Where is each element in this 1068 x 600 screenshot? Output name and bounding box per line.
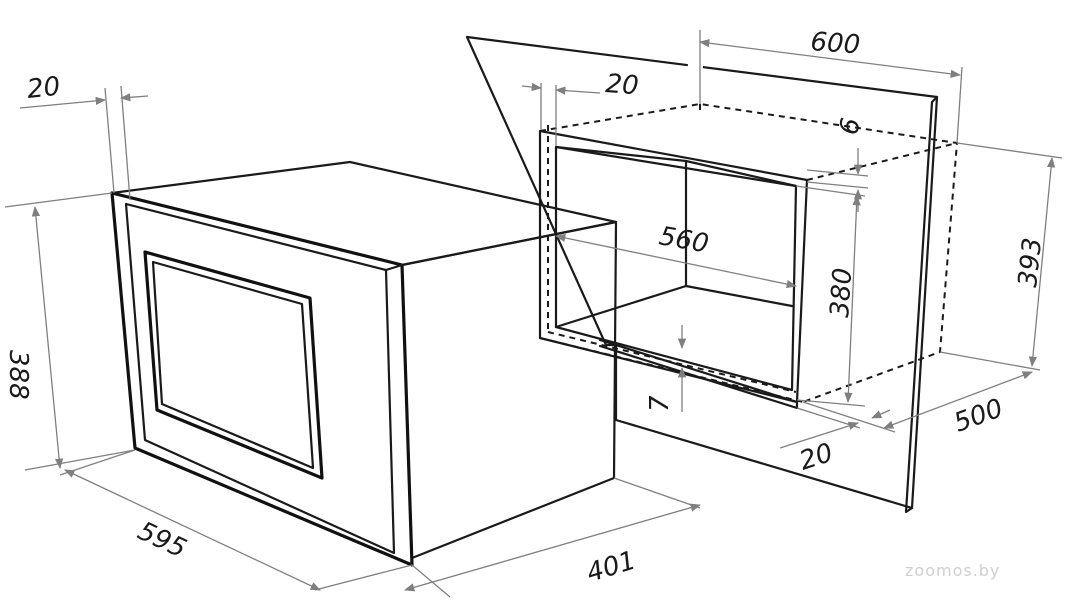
appliance-front-panel bbox=[110, 191, 414, 567]
label-appliance-depth: 401 bbox=[583, 545, 639, 588]
dimension-labels: 20 388 595 401 600 20 6 560 380 393 500 … bbox=[3, 27, 1048, 589]
appliance-door-window-inner bbox=[151, 260, 315, 470]
label-appliance-height: 388 bbox=[3, 350, 33, 400]
cabinet-back-panel bbox=[465, 35, 939, 510]
niche-bottom-shelf bbox=[598, 338, 799, 410]
appliance-side bbox=[400, 220, 618, 560]
watermark: zoomos.by bbox=[905, 561, 1000, 580]
label-cabinet-height: 393 bbox=[1013, 236, 1048, 289]
cabinet-panel-edge bbox=[904, 95, 939, 514]
label-panel-thickness: 20 bbox=[605, 69, 640, 101]
label-top-gap: 6 bbox=[834, 116, 866, 138]
appliance-door-window bbox=[143, 250, 324, 480]
label-front-offset: 20 bbox=[796, 438, 837, 477]
niche-interior-floor bbox=[684, 284, 794, 308]
label-appliance-width: 595 bbox=[133, 516, 191, 564]
appliance bbox=[110, 160, 618, 567]
niche-front-frame-outer bbox=[538, 129, 809, 404]
label-niche-height: 380 bbox=[825, 267, 858, 319]
appliance-front-inner bbox=[124, 202, 396, 555]
label-bottom-gap: 7 bbox=[645, 395, 675, 412]
label-frame-thickness: 20 bbox=[26, 72, 62, 105]
niche-interior-top bbox=[684, 159, 798, 188]
niche-front-frame-inner bbox=[554, 145, 798, 392]
label-cabinet-width: 600 bbox=[810, 27, 862, 60]
niche-interior-back bbox=[554, 145, 688, 329]
dimension-lines bbox=[4, 30, 1063, 598]
cabinet-dashed-outline bbox=[539, 102, 959, 403]
label-niche-width: 560 bbox=[657, 221, 711, 259]
